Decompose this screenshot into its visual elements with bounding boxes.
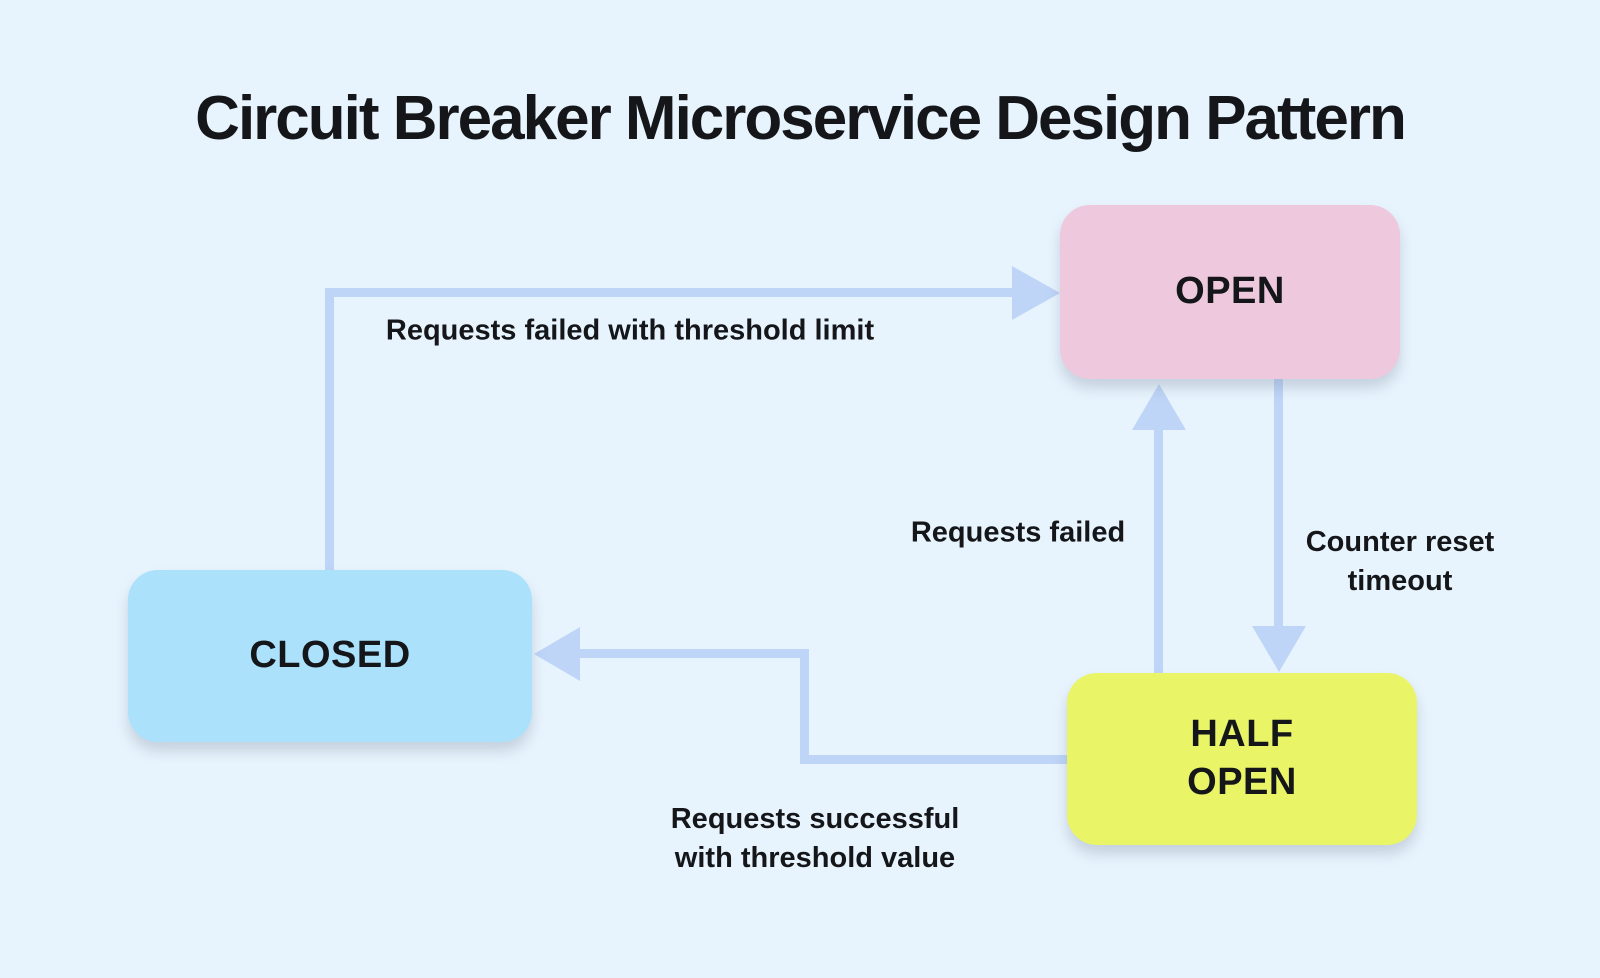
page-title: Circuit Breaker Microservice Design Patt… xyxy=(195,84,1407,153)
node-closed: CLOSED xyxy=(128,570,532,742)
edge-label-counter-reset-timeout: Counter reset timeout xyxy=(1305,525,1495,597)
edge-segment-vertical xyxy=(800,649,809,764)
node-open: OPEN xyxy=(1060,205,1400,379)
edge-label-requests-failed-threshold: Requests failed with threshold limit xyxy=(385,314,875,347)
arrowhead-down-icon xyxy=(1252,626,1306,672)
node-closed-label: CLOSED xyxy=(249,634,411,677)
edge-segment-horizontal xyxy=(578,649,809,658)
arrowhead-up-icon xyxy=(1132,384,1186,430)
arrowhead-left-icon xyxy=(534,627,580,681)
edge-label-requests-failed: Requests failed xyxy=(910,516,1126,549)
node-half-open: HALF OPEN xyxy=(1067,673,1417,845)
edge-segment-horizontal xyxy=(325,288,1014,297)
edge-segment-vertical xyxy=(1274,379,1283,629)
edge-segment-vertical xyxy=(325,288,334,570)
arrowhead-right-icon xyxy=(1012,266,1060,320)
edge-label-requests-successful-threshold: Requests successful with threshold value xyxy=(670,802,960,874)
edge-segment-vertical xyxy=(1154,424,1163,673)
edge-segment-horizontal xyxy=(804,755,1067,764)
node-half-open-label: HALF OPEN xyxy=(1187,713,1297,803)
node-open-label: OPEN xyxy=(1175,270,1285,313)
